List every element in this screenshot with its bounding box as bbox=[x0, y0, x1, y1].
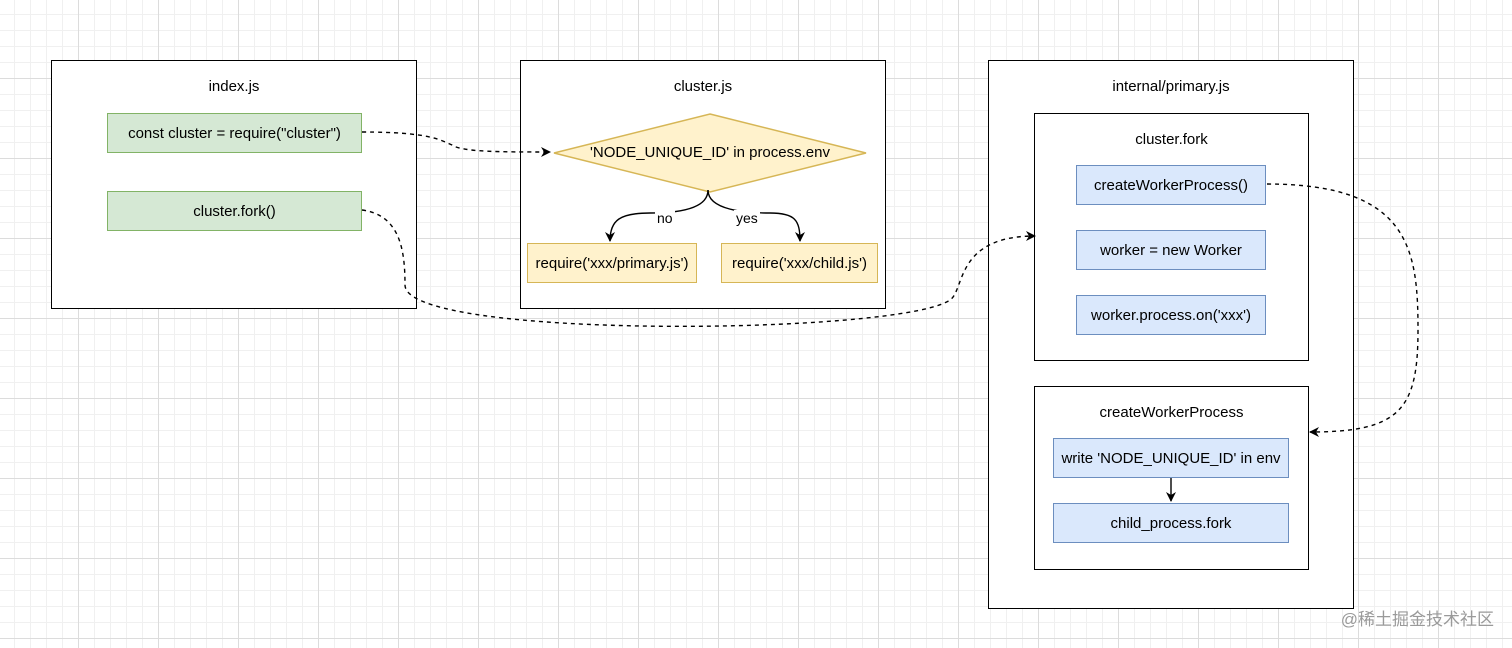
no-edge-label: no bbox=[655, 210, 675, 226]
create-worker-process-call-node[interactable]: createWorkerProcess() bbox=[1076, 165, 1266, 205]
primary-js-container: internal/primary.js cluster.fork createW… bbox=[988, 60, 1354, 609]
require-child-node[interactable]: require('xxx/child.js') bbox=[721, 243, 878, 283]
index-js-title: index.js bbox=[208, 78, 260, 95]
index-js-container: index.js const cluster = require("cluste… bbox=[51, 60, 417, 309]
write-env-node[interactable]: write 'NODE_UNIQUE_ID' in env bbox=[1053, 438, 1289, 478]
require-primary-node[interactable]: require('xxx/primary.js') bbox=[527, 243, 697, 283]
child-process-fork-node[interactable]: child_process.fork bbox=[1053, 503, 1289, 543]
cluster-fork-box: cluster.fork createWorkerProcess() worke… bbox=[1034, 113, 1309, 361]
yes-edge-label: yes bbox=[734, 210, 760, 226]
require-cluster-node[interactable]: const cluster = require("cluster") bbox=[107, 113, 362, 153]
cluster-fork-title: cluster.fork bbox=[1135, 131, 1208, 148]
create-worker-process-box: createWorkerProcess write 'NODE_UNIQUE_I… bbox=[1034, 386, 1309, 570]
new-worker-node[interactable]: worker = new Worker bbox=[1076, 230, 1266, 270]
cluster-js-container: cluster.js 'NODE_UNIQUE_ID' in process.e… bbox=[520, 60, 886, 309]
watermark: @稀土掘金技术社区 bbox=[1340, 610, 1494, 629]
primary-js-title: internal/primary.js bbox=[1112, 78, 1230, 95]
worker-process-on-node[interactable]: worker.process.on('xxx') bbox=[1076, 295, 1266, 335]
cluster-fork-call-node[interactable]: cluster.fork() bbox=[107, 191, 362, 231]
decision-label: 'NODE_UNIQUE_ID' in process.env bbox=[590, 144, 830, 161]
create-worker-process-title: createWorkerProcess bbox=[1099, 404, 1244, 421]
cluster-js-title: cluster.js bbox=[673, 78, 733, 95]
